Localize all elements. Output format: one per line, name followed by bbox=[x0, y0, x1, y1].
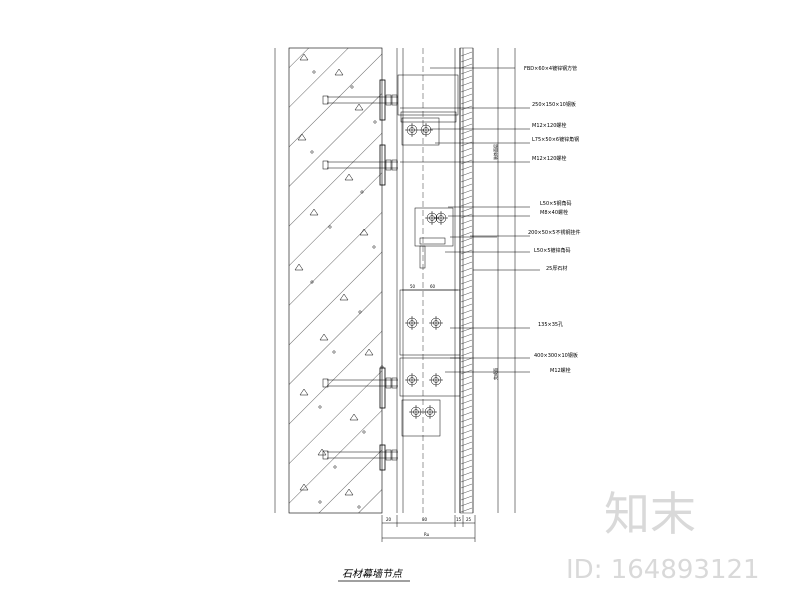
concrete-aggregate-marks bbox=[294, 53, 384, 509]
bolt-heads bbox=[405, 123, 448, 419]
dim-total: Ru bbox=[424, 532, 430, 537]
inner-dimensions: 50 60 bbox=[402, 284, 458, 291]
leader-lines bbox=[400, 67, 540, 373]
side-note-1: 装饰面层 bbox=[492, 144, 498, 160]
annotation-labels: FBD×60×4镀锌钢方管 250×150×10钢板 M12×120螺栓 L75… bbox=[524, 65, 580, 374]
dim-80: 80 bbox=[422, 517, 428, 522]
dim-15: 15 bbox=[456, 517, 462, 522]
dim-25: 25 bbox=[466, 517, 472, 522]
dim-20: 20 bbox=[386, 517, 392, 522]
label-bolt-2: M12×120螺栓 bbox=[532, 155, 566, 162]
label-angle-bracket: L50×5钢角码 bbox=[540, 200, 572, 207]
label-stone: 25厚石材 bbox=[546, 265, 567, 272]
watermark-id: ID: 164893121 bbox=[566, 555, 760, 585]
label-bolt-1: M12×120螺栓 bbox=[532, 122, 566, 129]
embed-plates bbox=[379, 79, 386, 471]
anchor-bolts bbox=[322, 94, 398, 461]
side-notes: 装饰面层 完成面 bbox=[492, 144, 498, 380]
drawing-title: 石材幕墙节点 bbox=[338, 568, 410, 582]
label-hanger: 200×50×5不锈钢挂件 bbox=[528, 229, 580, 236]
label-bolt-m12: M12螺栓 bbox=[550, 367, 571, 374]
watermark: 知末 ID: 164893121 bbox=[566, 487, 760, 585]
connection-plates bbox=[397, 74, 461, 437]
inner-dim-1: 50 bbox=[410, 284, 416, 289]
side-note-2: 完成面 bbox=[492, 368, 498, 380]
label-angle-code: L50×5镀锌角码 bbox=[534, 247, 571, 254]
watermark-brand: 知末 bbox=[604, 487, 696, 541]
label-steel-plate-2: 400×300×10钢板 bbox=[534, 352, 578, 359]
bottom-dimensions: 20 80 15 25 Ru bbox=[381, 515, 476, 542]
label-steel-plate: 250×150×10钢板 bbox=[532, 101, 576, 108]
label-steel-tube: FBD×60×4镀锌钢方管 bbox=[524, 65, 577, 72]
concrete-wall bbox=[288, 47, 384, 514]
drawing-title-text: 石材幕墙节点 bbox=[342, 568, 403, 580]
label-bolt-m8: M8×40螺栓 bbox=[540, 209, 568, 216]
inner-dim-2: 60 bbox=[430, 284, 436, 289]
stone-panel bbox=[459, 47, 474, 514]
label-hole: 135×35孔 bbox=[538, 321, 563, 328]
label-angle-steel: L75×50×6镀锌角钢 bbox=[532, 136, 579, 143]
